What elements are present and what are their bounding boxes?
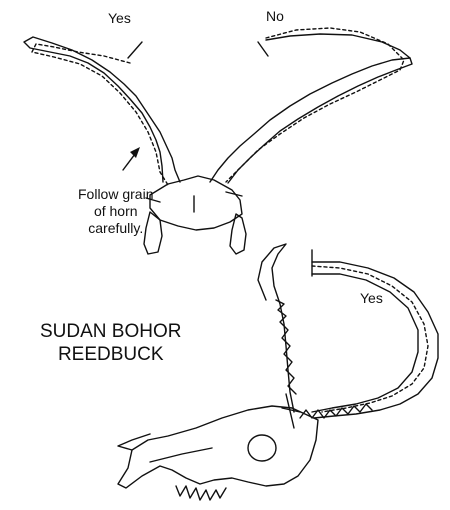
eye-socket (248, 435, 276, 461)
diagram-title: SUDAN BOHOR REEDBUCK (40, 320, 181, 366)
teeth (176, 486, 226, 500)
instruction-arrow-head (130, 147, 140, 158)
right-horn-grain-line (226, 28, 404, 182)
muzzle-line (150, 448, 212, 462)
title-line-2: REEDBUCK (40, 343, 181, 366)
instruction-line-1: Follow grain (78, 186, 153, 203)
instruction-line-3: carefully. (78, 220, 153, 237)
instruction-text: Follow grain of horn carefully. (78, 186, 153, 237)
side-yes-label: Yes (360, 290, 383, 306)
instruction-line-2: of horn (78, 203, 153, 220)
front-horn-side (312, 262, 438, 418)
right-horn-front (210, 58, 412, 183)
front-horn-ridges (300, 404, 372, 418)
side-horn-grain-line (312, 266, 428, 412)
right-tip-tick (258, 42, 268, 56)
title-line-1: SUDAN BOHOR (40, 320, 181, 343)
side-skull-outline (118, 406, 318, 488)
side-view-skull (118, 244, 438, 500)
left-horn-front (24, 37, 180, 182)
top-yes-label: Yes (108, 10, 131, 26)
top-no-label: No (266, 8, 284, 24)
left-tip-tick (128, 42, 142, 58)
right-horn-tip (266, 34, 410, 58)
front-skull-outline (150, 176, 242, 230)
